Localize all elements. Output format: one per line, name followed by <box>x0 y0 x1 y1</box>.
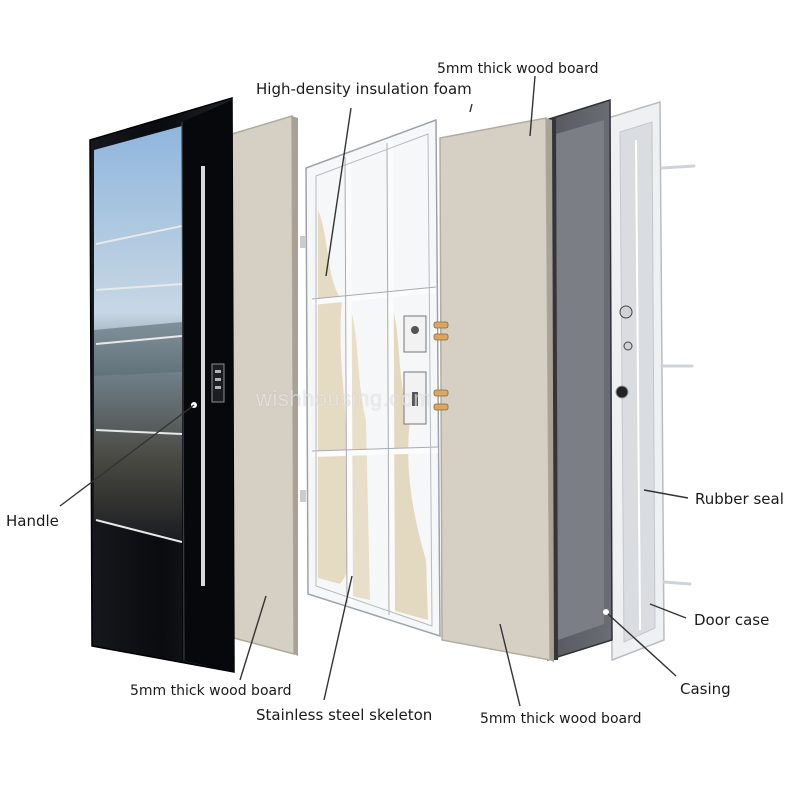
label-handle: Handle <box>6 512 59 530</box>
anchor-pins <box>660 164 696 586</box>
label-wood-board-left: 5mm thick wood board <box>130 683 292 699</box>
label-insulation-foam: High-density insulation foam <box>256 80 472 98</box>
bar-handle <box>201 166 205 586</box>
casing-frame <box>607 100 696 662</box>
label-steel-skeleton: Stainless steel skeleton <box>256 706 433 724</box>
label-rubber-seal: Rubber seal <box>695 490 784 508</box>
label-wood-board-top: 5mm thick wood board <box>437 61 599 77</box>
wood-board-left <box>231 114 298 656</box>
label-casing: Casing <box>680 680 731 698</box>
watermark-text: wishhousing.com <box>256 386 433 411</box>
label-door-case: Door case <box>694 611 770 629</box>
steel-skeleton <box>300 118 449 638</box>
wood-board-right <box>439 117 554 662</box>
label-wood-board-bottom: 5mm thick wood board <box>480 711 642 727</box>
leader-lines <box>59 75 689 707</box>
front-door-panel <box>89 96 235 673</box>
keypad-lock <box>211 363 225 403</box>
